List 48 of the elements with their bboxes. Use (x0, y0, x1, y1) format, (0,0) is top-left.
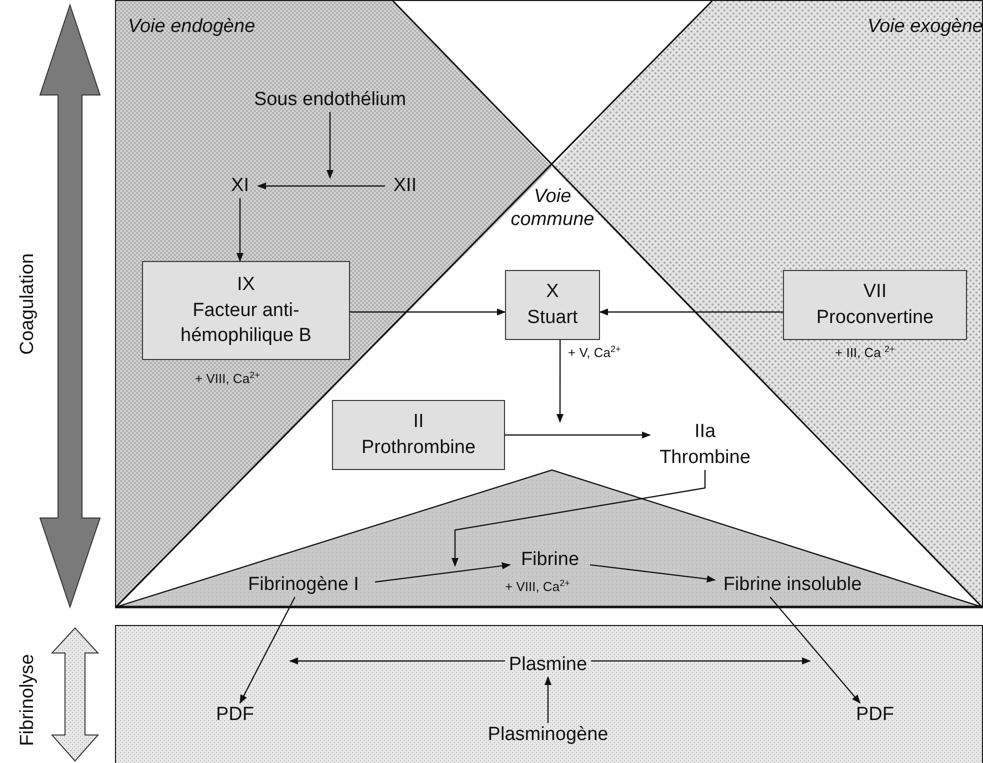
factor-name: X (546, 280, 559, 304)
factor-box (505, 270, 600, 340)
factor-name: Proconvertine (816, 306, 934, 330)
axis-label: Fibrinolyse (17, 654, 39, 746)
factor-name: XII (393, 174, 417, 198)
region-title: Voie commune (510, 186, 595, 232)
cofactor-note: + VIII, Ca$^{2+}$ (195, 370, 260, 386)
arrow (544, 676, 552, 723)
factor-name: Fibrinogène I (248, 573, 359, 598)
arrow (257, 182, 385, 190)
arrow (236, 198, 244, 262)
factor-box (783, 270, 967, 340)
factor-name: Plasminogène (488, 723, 608, 748)
factor-name: IX (237, 273, 255, 298)
arrow (239, 596, 296, 704)
arrow (556, 340, 564, 423)
arrow (350, 308, 506, 316)
arrow (770, 596, 861, 704)
arrow (599, 308, 783, 316)
factor-box (332, 400, 505, 470)
factor-name: Fibrine insoluble (723, 573, 862, 598)
factor-name: PDF (856, 703, 894, 728)
arrow (590, 564, 716, 583)
arrow (591, 657, 811, 665)
factor-box (142, 261, 350, 360)
factor-name: Plasmine (508, 653, 588, 678)
factor-name: Sous endothélium (254, 88, 406, 112)
arrow (505, 431, 651, 439)
factor-name: XI (231, 174, 249, 198)
factor-name: VII (863, 280, 887, 304)
arrow (326, 112, 334, 179)
factor-name: Thrombine (660, 446, 750, 470)
region-title: Voie endogène (128, 16, 256, 38)
factor-name: PDF (216, 703, 254, 728)
factor-name: Prothrombine (361, 436, 476, 460)
cofactor-note: + V, Ca$^{2+}$ (568, 344, 621, 360)
factor-name: IIa (694, 420, 716, 444)
arrow (451, 470, 706, 567)
cofactor-note: + VIII, Ca$^{2+}$ (505, 578, 570, 594)
axis-label: Coagulation (17, 253, 39, 355)
arrow (374, 562, 511, 583)
factor-name: Stuart (527, 306, 578, 330)
region-title: Voie exogène (867, 16, 983, 38)
cofactor-note: + III, Ca $^{2+}$ (835, 344, 895, 360)
factor-name: Facteur anti-hémophilique B (180, 298, 312, 348)
arrow (289, 657, 505, 665)
factor-name: II (413, 410, 424, 434)
factor-name: Fibrine (520, 548, 580, 572)
